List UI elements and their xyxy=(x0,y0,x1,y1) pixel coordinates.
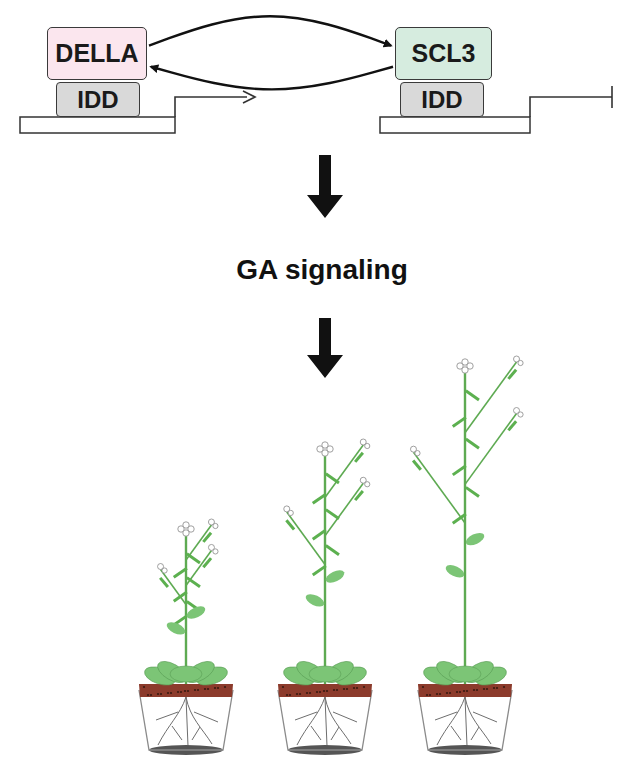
promoter-arrowhead xyxy=(243,91,255,103)
down-arrow xyxy=(307,318,343,378)
plant-illustration xyxy=(139,356,523,755)
promoter-arrow xyxy=(175,97,247,117)
down-arrow xyxy=(307,155,343,218)
dna-strand xyxy=(20,117,175,133)
protein-box: DELLA xyxy=(47,27,147,80)
repression-bar xyxy=(530,86,612,117)
plant xyxy=(139,519,233,755)
protein-box: SCL3 xyxy=(395,27,492,80)
protein-name: IDD xyxy=(77,86,118,114)
plant xyxy=(278,439,372,755)
protein-name: IDD xyxy=(421,86,462,114)
protein-name: SCL3 xyxy=(412,39,476,68)
protein-name: DELLA xyxy=(55,39,138,68)
protein-box: IDD xyxy=(56,82,140,117)
exchange-arrow xyxy=(149,16,391,45)
exchange-arrow xyxy=(151,67,393,90)
protein-box: IDD xyxy=(400,82,484,117)
dna-strand xyxy=(380,117,530,133)
plant xyxy=(410,356,523,755)
pathway-label: GA signaling xyxy=(236,254,408,286)
